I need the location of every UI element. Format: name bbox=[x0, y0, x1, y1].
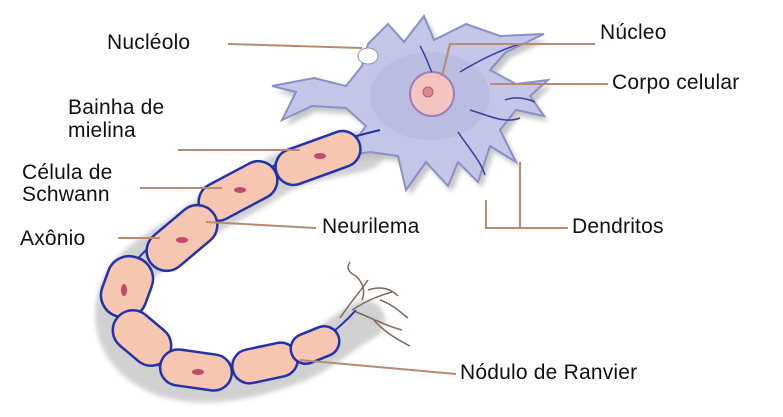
label-nucleo: Núcleo bbox=[600, 22, 667, 44]
label-nucleolo: Nucléolo bbox=[107, 32, 190, 54]
label-corpo-celular: Corpo celular bbox=[612, 72, 740, 94]
myelin-sheath bbox=[95, 126, 366, 393]
leader-dendritos bbox=[486, 200, 568, 228]
nucleolus bbox=[423, 87, 433, 97]
label-axonio: Axônio bbox=[20, 228, 85, 250]
label-bainha: Bainha de mielina bbox=[68, 96, 164, 142]
label-dendritos: Dendritos bbox=[572, 216, 664, 238]
leader-nucleolo bbox=[228, 44, 362, 48]
label-celula-schwann: Célula de Schwann bbox=[22, 162, 113, 206]
label-neurilema: Neurilema bbox=[322, 216, 420, 238]
label-nodulo: Nódulo de Ranvier bbox=[460, 362, 637, 384]
cell-body-hole bbox=[358, 48, 378, 64]
